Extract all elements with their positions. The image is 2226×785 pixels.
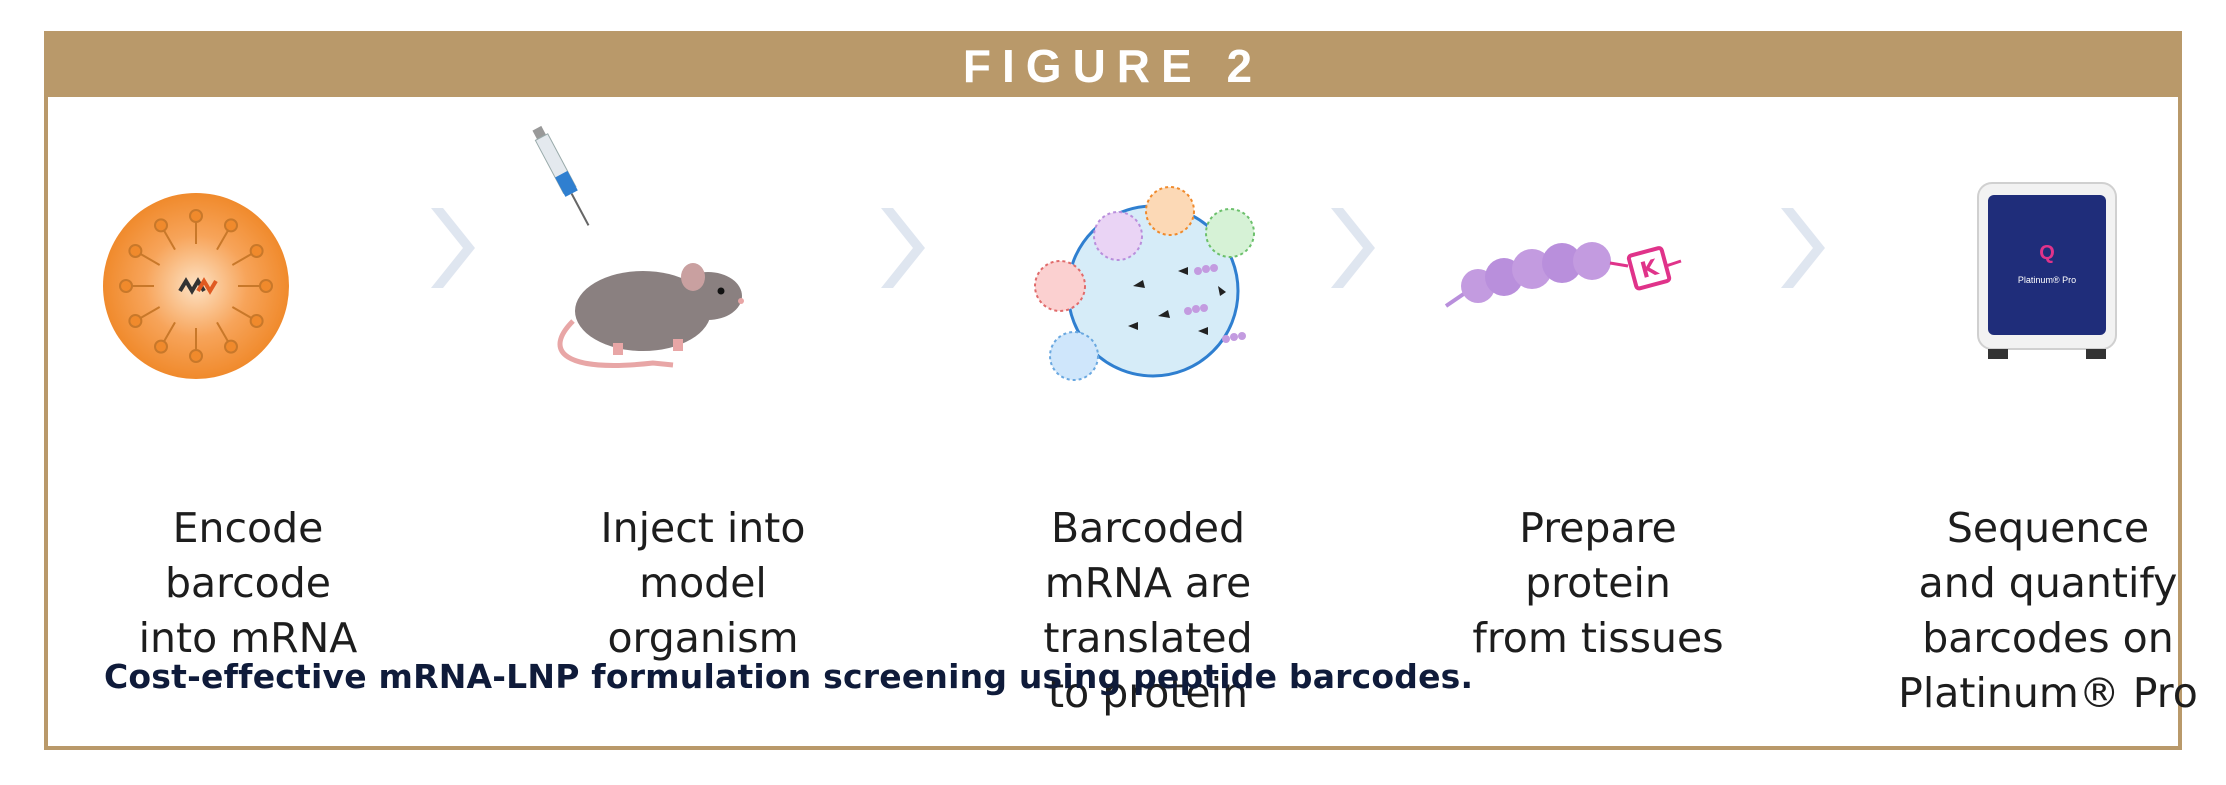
tag-letter: K: [1638, 255, 1662, 284]
figure-title: FIGURE 2: [962, 40, 1264, 92]
lipid-head: [224, 218, 238, 233]
chevron-right-icon: [881, 208, 925, 288]
chevron-right-icon: [1331, 208, 1375, 288]
lipid-head: [154, 339, 168, 354]
lipid-head: [119, 279, 133, 293]
lipid-head: [189, 349, 203, 363]
chevron-right-icon: [431, 208, 475, 288]
lipid-head: [128, 314, 143, 328]
lnp-illustration: [103, 193, 289, 379]
svg-text:Q: Q: [2039, 242, 2055, 264]
chevron-right-icon: [1781, 208, 1825, 288]
cell-illustration: [1034, 186, 1255, 381]
screen-text: Platinum® Pro: [2018, 275, 2076, 285]
lipid-head: [249, 244, 264, 258]
lipid-head: [224, 339, 238, 354]
step-label: Inject into model organism: [600, 504, 806, 662]
instrument-illustration: Q Platinum® Pro: [1977, 182, 2117, 359]
mouse-illustration: [532, 125, 744, 368]
lipid-head: [154, 218, 168, 233]
figure-caption: Cost-effective mRNA-LNP formulation scre…: [104, 657, 1474, 696]
lipid-head: [249, 314, 264, 328]
lipid-head: [189, 209, 203, 223]
step-label: Encode barcode into mRNA: [138, 504, 358, 662]
peptide-illustration: K: [1444, 242, 1682, 308]
step-label: Prepare protein from tissues: [1472, 504, 1724, 662]
step-label: Sequence and quantify barcodes on Platin…: [1898, 504, 2198, 717]
lipid-head: [128, 244, 143, 258]
figure-header: FIGURE 2: [48, 35, 2178, 97]
lipid-head: [259, 279, 273, 293]
figure-frame: FIGURE 2 Encode barcode into mRNA: [44, 31, 2198, 750]
step-label: Barcoded mRNA are translated to protein: [1043, 504, 1253, 717]
